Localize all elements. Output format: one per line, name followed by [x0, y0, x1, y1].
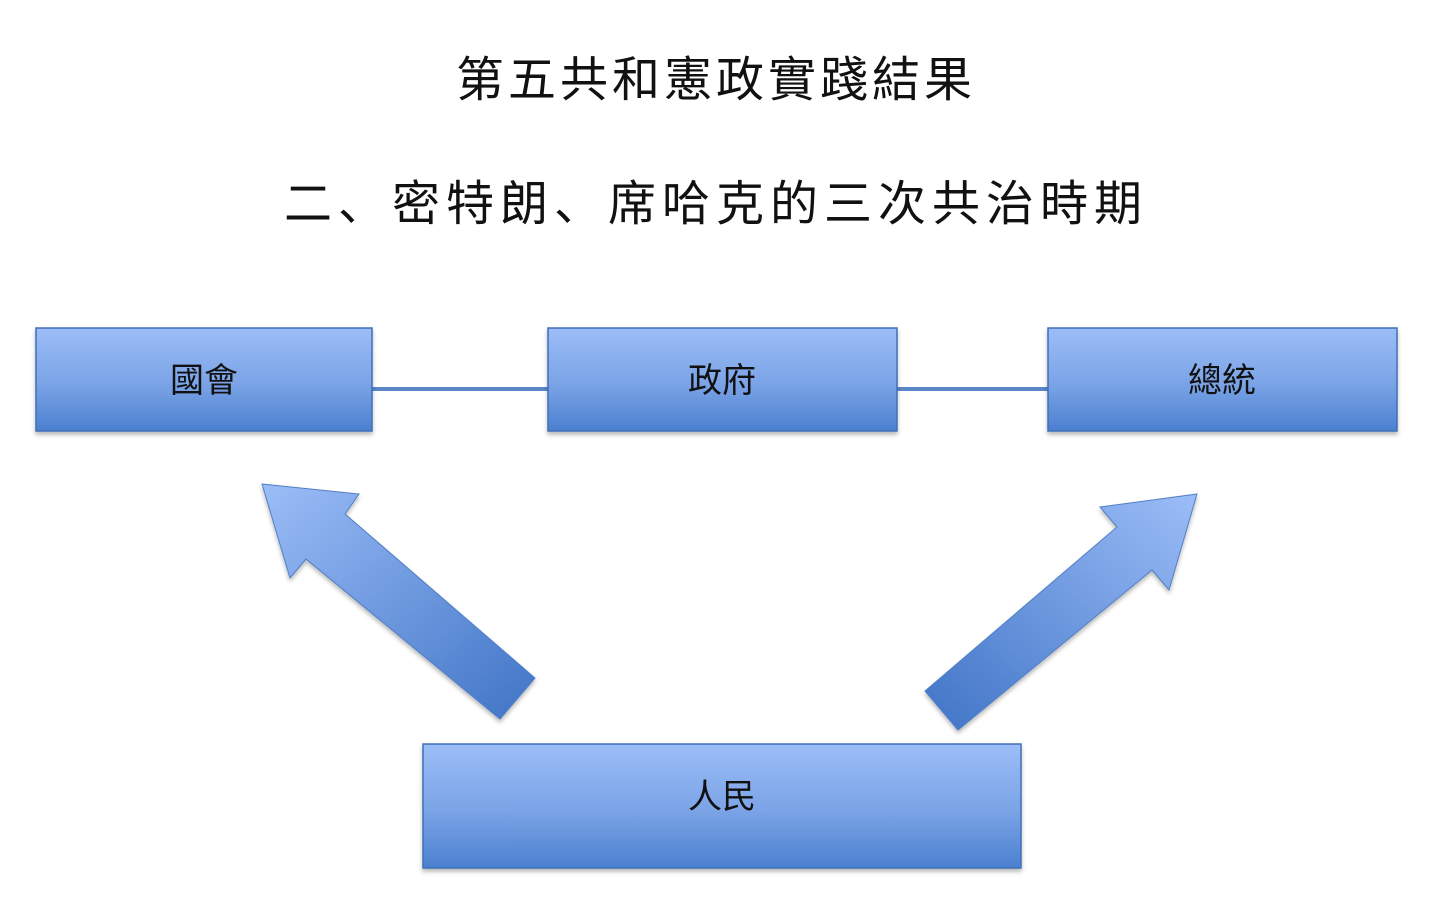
node-government: 政府: [547, 327, 898, 432]
node-people: 人民: [422, 743, 1022, 869]
node-parliament: 國會: [35, 327, 373, 432]
arrow-people-to-parliament: [261, 483, 536, 720]
diagram-title: 第五共和憲政實踐結果: [455, 52, 976, 108]
node-government-label: 政府: [688, 361, 756, 401]
node-president-label: 總統: [1188, 361, 1256, 401]
arrow-people-to-president: [924, 493, 1198, 731]
node-parliament-label: 國會: [170, 361, 238, 401]
node-people-label: 人民: [688, 777, 756, 817]
diagram-subtitle: 二、密特朗、席哈克的三次共治時期: [283, 176, 1148, 232]
node-president: 總統: [1047, 327, 1398, 432]
